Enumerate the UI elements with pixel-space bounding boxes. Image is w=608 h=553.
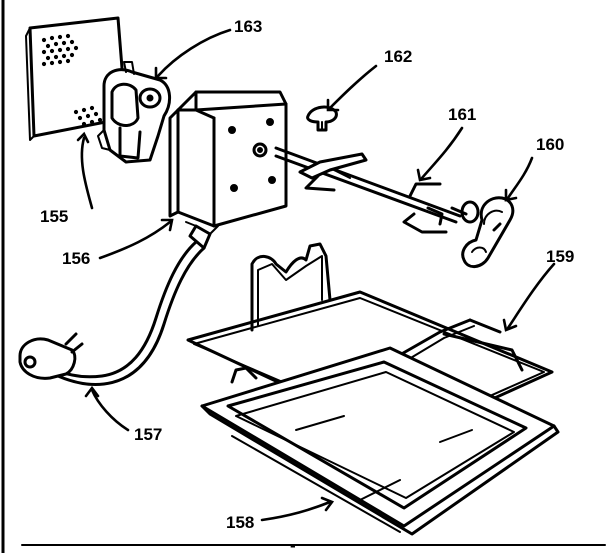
leader-159 [506,262,556,330]
callout-162: 162 [384,47,412,66]
callout-157: 157 [134,425,162,444]
callout-leaders [76,28,556,522]
power-plug [18,332,84,380]
leader-160 [506,156,534,200]
part-162-knob [306,105,338,132]
leader-155 [80,136,94,210]
part-160-spit-handle [450,196,515,268]
callout-163: 163 [234,17,262,36]
callout-158: 158 [226,513,254,532]
bottom-mark: - [290,536,296,553]
part-161-spit-rod [274,146,462,234]
part-157-power-cord [18,221,219,386]
leader-162 [328,64,378,110]
callout-155: 155 [40,207,68,226]
part-158-drip-pan [200,346,560,536]
callout-159: 159 [546,247,574,266]
mounting-plate-perforations [41,33,103,127]
callout-156: 156 [62,249,90,268]
leader-156 [98,220,172,260]
part-163-motor-bracket [97,61,171,164]
leader-161 [420,126,464,180]
callout-161: 161 [448,105,476,124]
leader-158 [260,500,332,522]
leader-157 [90,388,130,432]
callout-160: 160 [536,135,564,154]
part-156-motor-box [168,90,288,228]
leader-163 [156,28,232,78]
